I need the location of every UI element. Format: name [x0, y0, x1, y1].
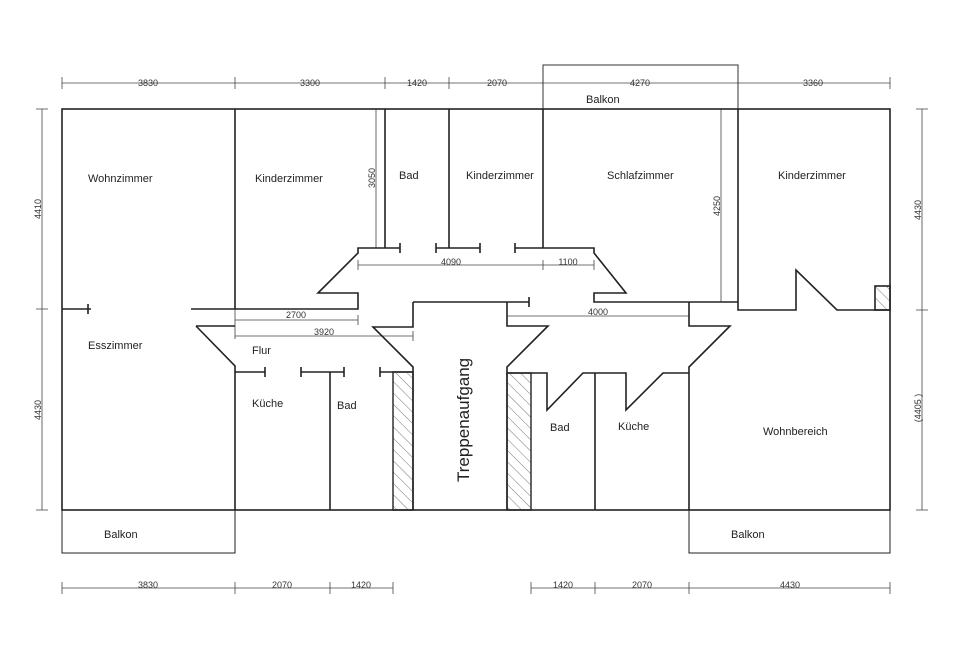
dim-label: 2700	[286, 310, 306, 320]
dim-label: 4430	[780, 580, 800, 590]
dimension-lines	[36, 77, 928, 594]
dim-label: 3300	[300, 78, 320, 88]
room-label-flur: Flur	[252, 345, 271, 357]
room-label-kinderzimmer-1: Kinderzimmer	[255, 173, 323, 185]
dim-label: 4000	[588, 307, 608, 317]
dim-label: 1100	[558, 257, 577, 267]
dim-label: 1420	[351, 580, 371, 590]
room-label-bad-3: Bad	[550, 422, 570, 434]
dim-label: 3050	[367, 168, 377, 188]
room-label-schlafzimmer: Schlafzimmer	[607, 170, 674, 182]
shaft-corner	[874, 285, 891, 311]
dim-label: 3920	[314, 327, 334, 337]
room-label-esszimmer: Esszimmer	[88, 340, 143, 352]
room-label-treppenaufgang: Treppenaufgang	[454, 358, 473, 482]
dim-label: 3360	[803, 78, 823, 88]
walls	[61, 64, 891, 554]
room-label-bad-2: Bad	[337, 400, 357, 412]
shaft-right	[506, 372, 532, 511]
dimension-labels: 3830 3300 1420 2070 4270 3360 3830 2070 …	[33, 78, 923, 590]
room-label-balkon-top: Balkon	[586, 94, 620, 106]
dim-label: 4410	[33, 199, 43, 219]
dim-label: 2070	[487, 78, 507, 88]
dim-label: 4430	[33, 400, 43, 420]
room-label-kinderzimmer-3: Kinderzimmer	[778, 170, 846, 182]
room-label-kinderzimmer-2: Kinderzimmer	[466, 170, 534, 182]
dim-label: 4090	[441, 257, 461, 267]
dim-label: 3830	[138, 580, 158, 590]
room-label-bad-1: Bad	[399, 170, 419, 182]
room-label-wohnzimmer: Wohnzimmer	[88, 173, 153, 185]
dim-label: 2070	[272, 580, 292, 590]
dim-label: 2070	[632, 580, 652, 590]
dim-label: 3830	[138, 78, 158, 88]
room-label-balkon-left: Balkon	[104, 529, 138, 541]
room-label-wohnbereich: Wohnbereich	[763, 426, 828, 438]
dim-label: 1420	[407, 78, 427, 88]
dim-label: 4270	[630, 78, 650, 88]
room-label-kueche-1: Küche	[252, 398, 283, 410]
dim-label: 4430	[913, 200, 923, 220]
room-label-kueche-2: Küche	[618, 421, 649, 433]
dim-label: 1420	[553, 580, 573, 590]
dim-label: (4405 )	[913, 394, 923, 423]
shaft-left	[392, 371, 414, 511]
room-label-balkon-right: Balkon	[731, 529, 765, 541]
dim-label: 4250	[712, 196, 722, 216]
